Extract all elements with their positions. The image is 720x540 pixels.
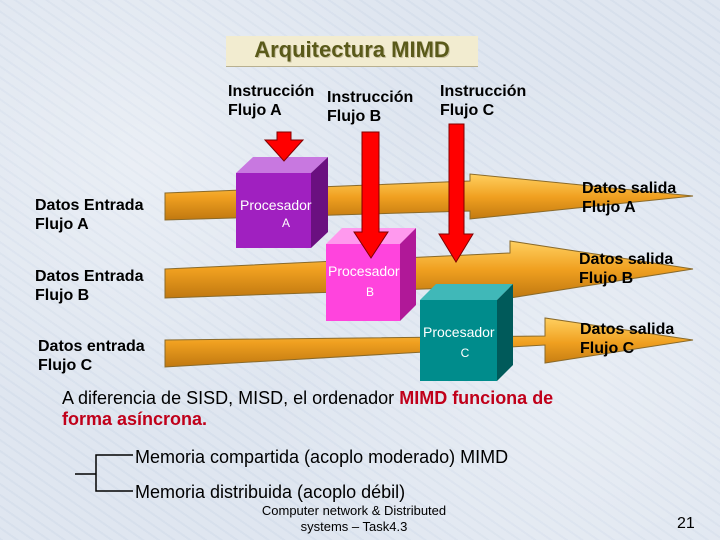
memory-distributed: Memoria distribuida (acoplo débil): [135, 482, 406, 502]
slide-title: Arquitectura MIMD: [226, 36, 478, 67]
processor-a-name: Procesador: [240, 197, 312, 213]
processor-c-name: Procesador: [423, 324, 495, 340]
page-number: 21: [677, 515, 695, 532]
processor-a-box: [236, 157, 328, 248]
description-normal: A diferencia de SISD, MISD, el ordenador: [62, 388, 395, 408]
processor-a-id: A: [282, 216, 290, 230]
instruction-arrow-b: [353, 131, 389, 259]
memory-bracket: [75, 454, 133, 492]
data-arrow-b: [164, 240, 694, 299]
instruction-arrow-c: [438, 123, 474, 263]
description-highlight-2: forma asíncrona.: [62, 409, 208, 429]
instruction-arrow-a: [263, 131, 305, 162]
processor-b-name: Procesador: [328, 263, 400, 279]
description-highlight-1: MIMD funciona de: [399, 388, 554, 408]
processor-b-id: B: [366, 285, 374, 299]
footer-text: Computer network & Distributed systems –…: [261, 503, 447, 534]
processor-c-id: C: [461, 346, 470, 360]
processor-c-box: [420, 284, 513, 381]
mimd-description: A diferencia de SISD, MISD, el ordenador…: [62, 388, 662, 430]
memory-shared: Memoria compartida (acoplo moderado) MIM…: [135, 447, 509, 467]
